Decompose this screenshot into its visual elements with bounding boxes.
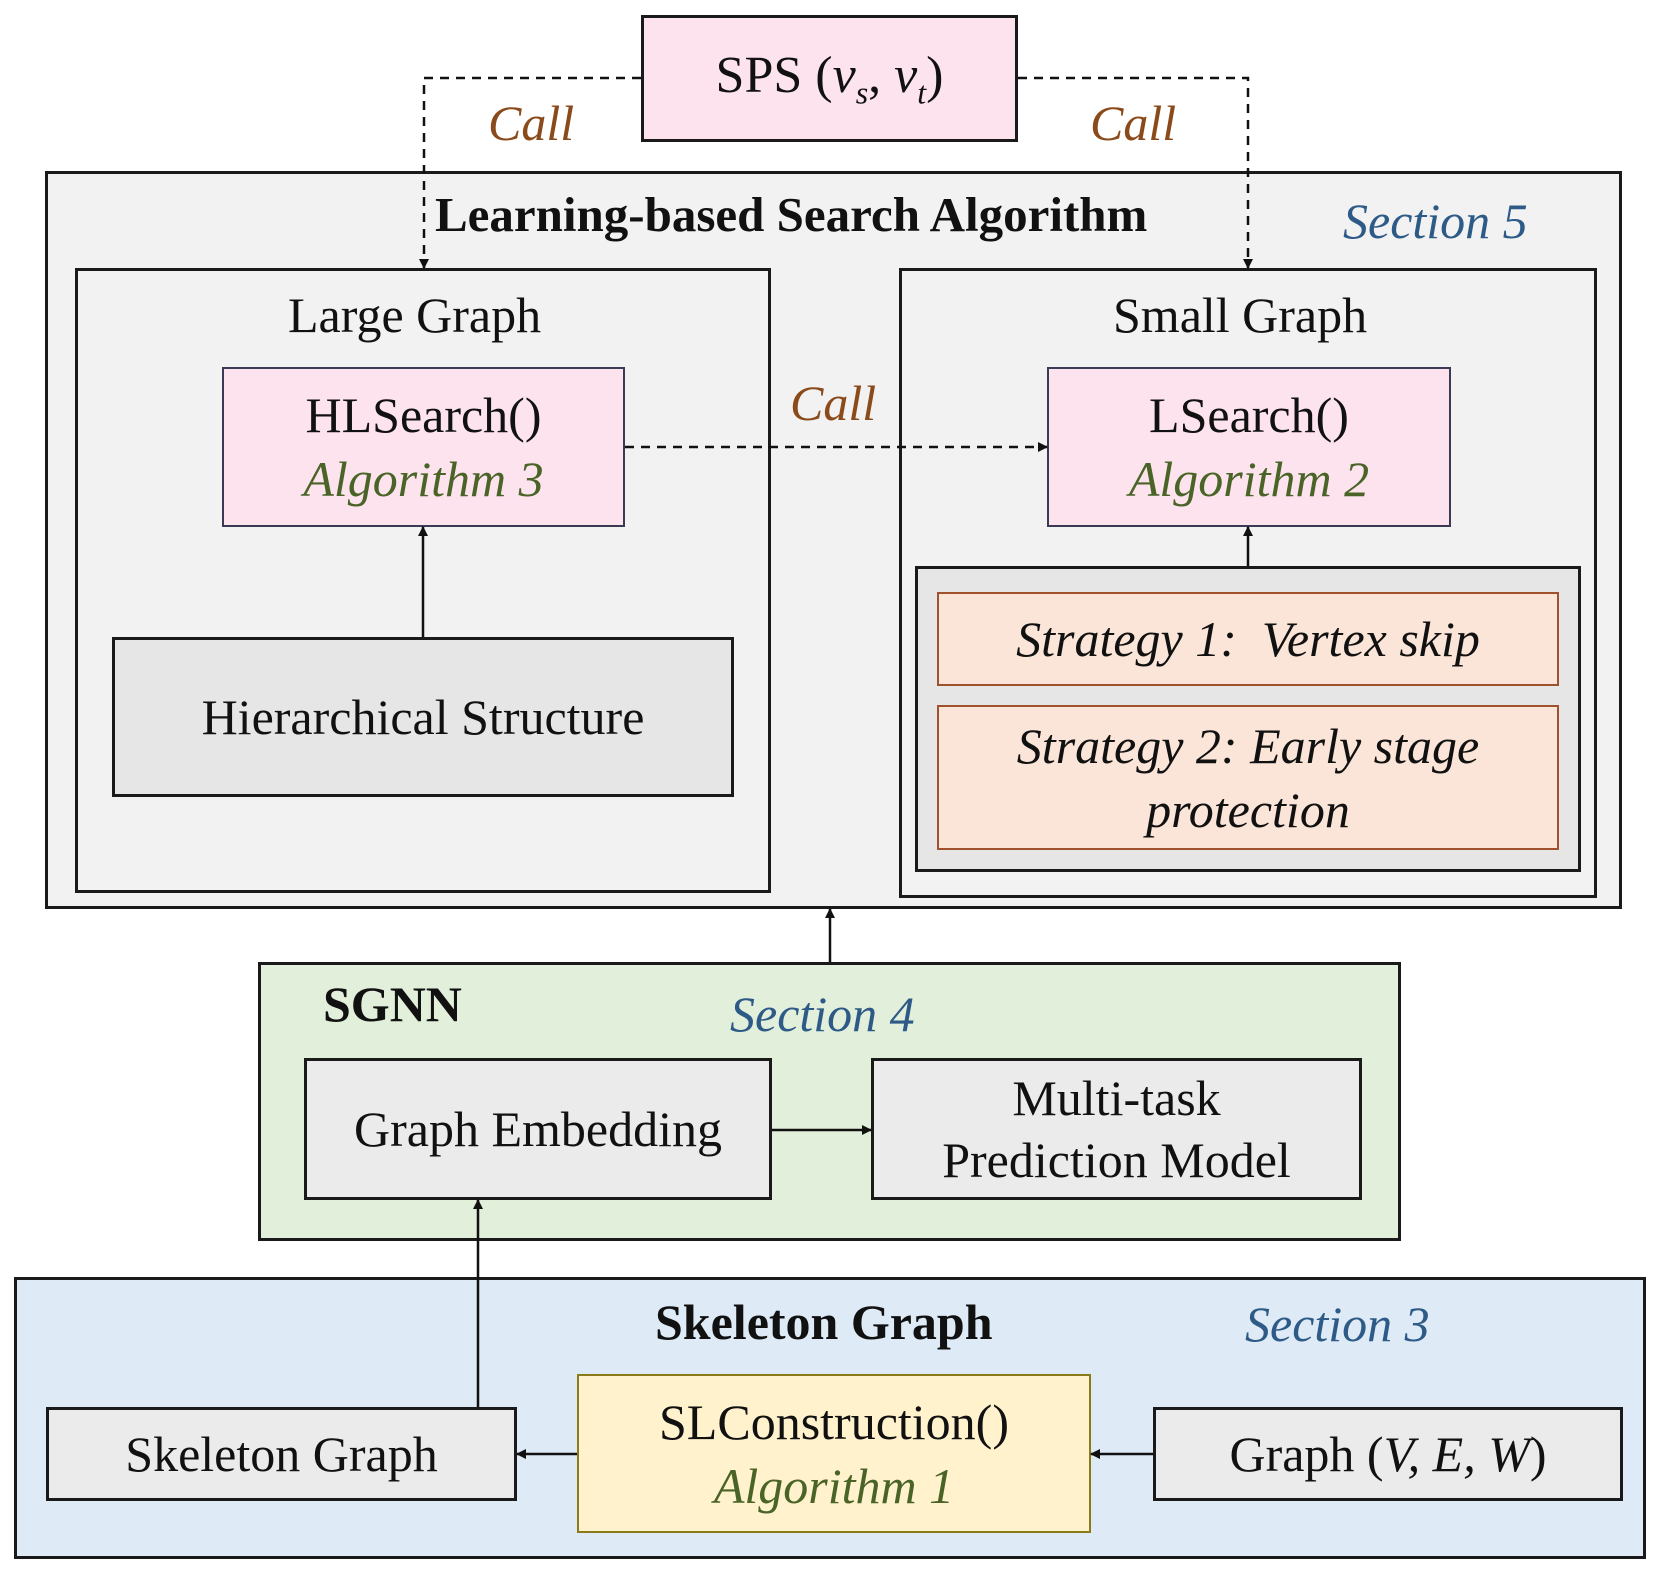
- input-graph-suffix: ): [1529, 1426, 1547, 1482]
- call-label-right: Call: [1090, 95, 1177, 151]
- slconstruction-box: SLConstruction() Algorithm 1: [577, 1374, 1091, 1533]
- prediction-model-line-2: Prediction Model: [942, 1132, 1291, 1188]
- hierarchical-structure-label: Hierarchical Structure: [201, 689, 645, 745]
- algorithm-2-label: Algorithm 2: [1128, 451, 1370, 507]
- algorithm-1-label: Algorithm 1: [713, 1457, 955, 1514]
- graph-embedding-label: Graph Embedding: [354, 1101, 722, 1157]
- sps-sub-t: t: [917, 74, 927, 111]
- call-arrow-to-large-graph: [419, 76, 641, 269]
- sps-suffix: ): [926, 46, 944, 104]
- graph-embedding-box: Graph Embedding: [304, 1058, 772, 1200]
- sps-separator: ,: [868, 46, 895, 104]
- sgnn-title: SGNN: [323, 976, 462, 1032]
- sps-sub-s: s: [855, 74, 869, 111]
- prediction-model-line-1: Multi-task: [1012, 1070, 1221, 1126]
- sps-vs: v: [832, 46, 856, 104]
- input-graph-vars: V, E, W: [1383, 1426, 1530, 1482]
- section-4-label: Section 4: [730, 986, 915, 1042]
- large-graph-title: Large Graph: [288, 287, 542, 343]
- input-graph-prefix: Graph (: [1229, 1426, 1384, 1482]
- strategy-1-label: Strategy 1: Vertex skip: [1016, 611, 1480, 667]
- skeleton-graph-title: Skeleton Graph: [655, 1294, 993, 1350]
- small-graph-title: Small Graph: [1113, 287, 1368, 343]
- input-graph-box: Graph (V, E, W): [1153, 1407, 1623, 1501]
- skeleton-graph-output-box: Skeleton Graph: [46, 1407, 517, 1501]
- section-3-label: Section 3: [1245, 1296, 1430, 1352]
- lsearch-box: LSearch() Algorithm 2: [1047, 367, 1451, 527]
- sps-vt: v: [894, 46, 918, 104]
- hlsearch-box: HLSearch() Algorithm 3: [222, 367, 625, 527]
- strategy-2-line-1: Strategy 2: Early stage: [1016, 717, 1480, 774]
- section-5-label: Section 5: [1343, 193, 1528, 249]
- call-label-middle: Call: [790, 375, 877, 431]
- slconstruction-label: SLConstruction(): [659, 1393, 1009, 1450]
- algorithm-3-label: Algorithm 3: [303, 451, 544, 507]
- lsearch-label: LSearch(): [1149, 387, 1349, 443]
- sps-box: SPS (vs, vt): [641, 15, 1018, 142]
- learning-search-title: Learning-based Search Algorithm: [435, 187, 1148, 242]
- strategy-2-line-2: protection: [1146, 781, 1350, 838]
- call-arrow-to-small-graph: [1018, 76, 1253, 269]
- hierarchical-structure-box: Hierarchical Structure: [112, 637, 734, 797]
- sps-prefix: SPS (: [715, 46, 833, 104]
- call-label-left: Call: [488, 95, 575, 151]
- hlsearch-label: HLSearch(): [305, 387, 542, 443]
- skeleton-graph-output-label: Skeleton Graph: [125, 1426, 438, 1482]
- input-graph-label: Graph (V, E, W): [1229, 1425, 1546, 1483]
- strategy-2-box: Strategy 2: Early stage protection: [937, 705, 1559, 850]
- prediction-model-box: Multi-task Prediction Model: [871, 1058, 1362, 1200]
- strategy-1-box: Strategy 1: Vertex skip: [937, 592, 1559, 686]
- sps-label: SPS (vs, vt): [716, 46, 944, 111]
